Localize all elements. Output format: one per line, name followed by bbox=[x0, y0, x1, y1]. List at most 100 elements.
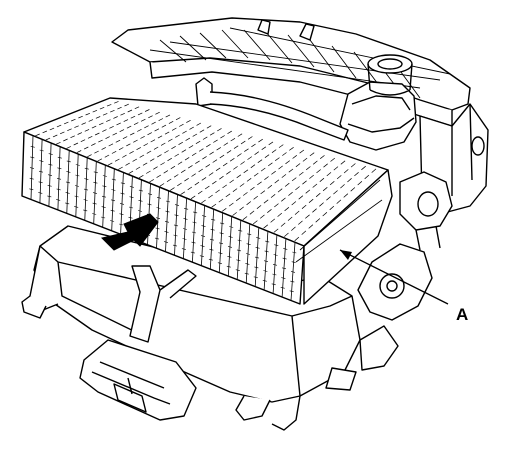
core-top-fin-dash bbox=[250, 186, 255, 191]
core-top-fin-dash bbox=[83, 146, 89, 150]
core-top-fin-dash bbox=[166, 178, 172, 182]
core-top-fin-dash bbox=[258, 138, 263, 143]
core-top-fin-dash bbox=[114, 158, 120, 162]
core-front-fin-tick bbox=[147, 193, 153, 195]
core-top-fin-dash bbox=[114, 101, 119, 104]
core-top-fin-dash bbox=[170, 187, 175, 191]
core-top-fin-dash bbox=[177, 161, 183, 165]
core-top-fin-dash bbox=[181, 149, 187, 153]
core-front-fin-tick bbox=[238, 229, 243, 232]
core-top-fin-dash bbox=[71, 118, 76, 122]
callout-a-label: A bbox=[456, 305, 468, 324]
core-front-fin-tick bbox=[273, 254, 278, 256]
core-front-fin-tick bbox=[128, 216, 133, 219]
core-top-fin-dash bbox=[252, 220, 258, 225]
core-top-fin-dash bbox=[209, 132, 215, 136]
core-top-fin-dash bbox=[170, 165, 176, 170]
core-front-fin-tick bbox=[271, 283, 276, 286]
core-top-fin-dash bbox=[246, 201, 252, 206]
core-front-fin-tick bbox=[228, 236, 233, 238]
core-front-fin-tick bbox=[29, 177, 34, 180]
core-top-fin-dash bbox=[195, 160, 200, 164]
core-top-fin-dash bbox=[211, 203, 217, 208]
core-end-tank bbox=[303, 169, 393, 305]
core-front-fin-tick bbox=[155, 227, 160, 230]
core-top-fin-dash bbox=[302, 180, 307, 185]
callout-a: A bbox=[339, 249, 468, 324]
core-top-fin-dash bbox=[175, 134, 180, 138]
core-front-fin-tick bbox=[201, 225, 206, 227]
core-top-fin-dash bbox=[106, 104, 112, 107]
core-top-fin-dash bbox=[201, 177, 207, 181]
core-front-fin-tick bbox=[119, 213, 124, 215]
core-front-fin-tick bbox=[92, 192, 98, 194]
core-top-fin-dash bbox=[298, 220, 303, 225]
core-top-fin-dash bbox=[137, 112, 143, 116]
core-top-fin-dash bbox=[159, 183, 165, 187]
core-top-fin-dash bbox=[182, 130, 187, 134]
outlet-duct bbox=[79, 339, 197, 421]
core-top-fin-dash bbox=[106, 119, 111, 122]
core-top-fin-dash bbox=[125, 162, 130, 166]
core-front-fin-tick bbox=[47, 174, 53, 176]
core-front-fin-tick bbox=[38, 192, 43, 194]
core-top-fin-dash bbox=[118, 147, 124, 151]
core-top-fin-dash bbox=[244, 148, 249, 152]
core-front-fin-tick bbox=[191, 231, 197, 234]
core-front-fin-tick bbox=[209, 248, 214, 251]
core-top-fin-dash bbox=[128, 170, 134, 174]
core-front-fin-tick bbox=[30, 146, 35, 148]
core-top-fin-dash bbox=[312, 183, 318, 188]
core-top-fin-dash bbox=[323, 163, 328, 168]
core-front-fin-tick bbox=[56, 199, 61, 201]
core-top-fin-dash bbox=[284, 207, 290, 212]
core-top-fin-dash bbox=[98, 139, 103, 143]
core-top-fin-dash bbox=[197, 190, 203, 195]
core-front-fin-tick bbox=[137, 210, 143, 212]
core-top-fin-dash bbox=[168, 138, 173, 142]
core-fin-pattern-top bbox=[35, 101, 377, 242]
core-front-fin-tick bbox=[164, 221, 170, 223]
core-top-fin-dash bbox=[126, 143, 131, 147]
core-top-fin-dash bbox=[250, 164, 256, 169]
core-top-fin-dash bbox=[295, 163, 301, 168]
core-top-fin-dash bbox=[70, 135, 75, 139]
core-top-fin-dash bbox=[260, 190, 266, 195]
core-top-fin-dash bbox=[35, 133, 40, 137]
core-front-fin-tick bbox=[30, 156, 35, 159]
core-top-fin-dash bbox=[117, 106, 122, 110]
core-top-fin-dash bbox=[316, 169, 321, 174]
core-front-fin-tick bbox=[218, 242, 224, 245]
core-front-fin-tick bbox=[200, 235, 206, 237]
core-top-fin-dash bbox=[267, 209, 272, 213]
core-top-fin-dash bbox=[221, 208, 227, 212]
core-top-fin-dash bbox=[95, 116, 101, 119]
core-top-fin-dash bbox=[322, 187, 328, 192]
core-top-fin-dash bbox=[85, 112, 91, 116]
core-front-fin-tick bbox=[254, 256, 260, 259]
core-top-fin-dash bbox=[253, 172, 259, 177]
core-top-fin-dash bbox=[274, 203, 279, 208]
core-top-fin-dash bbox=[305, 214, 310, 219]
core-front-fin-tick bbox=[235, 269, 240, 271]
core-top-fin-dash bbox=[208, 172, 214, 176]
core-front-fin-tick bbox=[83, 188, 89, 191]
core-top-fin-dash bbox=[227, 130, 232, 134]
core-top-fin-dash bbox=[137, 128, 142, 132]
core-front-fin bbox=[57, 146, 61, 210]
core-front-fin-tick bbox=[202, 215, 207, 217]
core-top-fin-dash bbox=[289, 147, 294, 151]
core-top-fin-dash bbox=[330, 157, 336, 162]
core-top-fin-dash bbox=[216, 147, 221, 151]
core-top-fin-dash bbox=[94, 132, 100, 136]
core-top-fin-dash bbox=[160, 162, 165, 166]
core-top-fin-dash bbox=[122, 136, 128, 140]
core-front-fin-tick bbox=[57, 156, 62, 159]
core-front-fin-tick bbox=[147, 203, 152, 206]
core-top-fin-dash bbox=[168, 120, 174, 124]
core-top-fin-dash bbox=[167, 157, 172, 162]
core-top-fin-dash bbox=[217, 128, 222, 132]
core-top-fin-dash bbox=[74, 125, 79, 128]
core-front-fin bbox=[236, 220, 242, 280]
